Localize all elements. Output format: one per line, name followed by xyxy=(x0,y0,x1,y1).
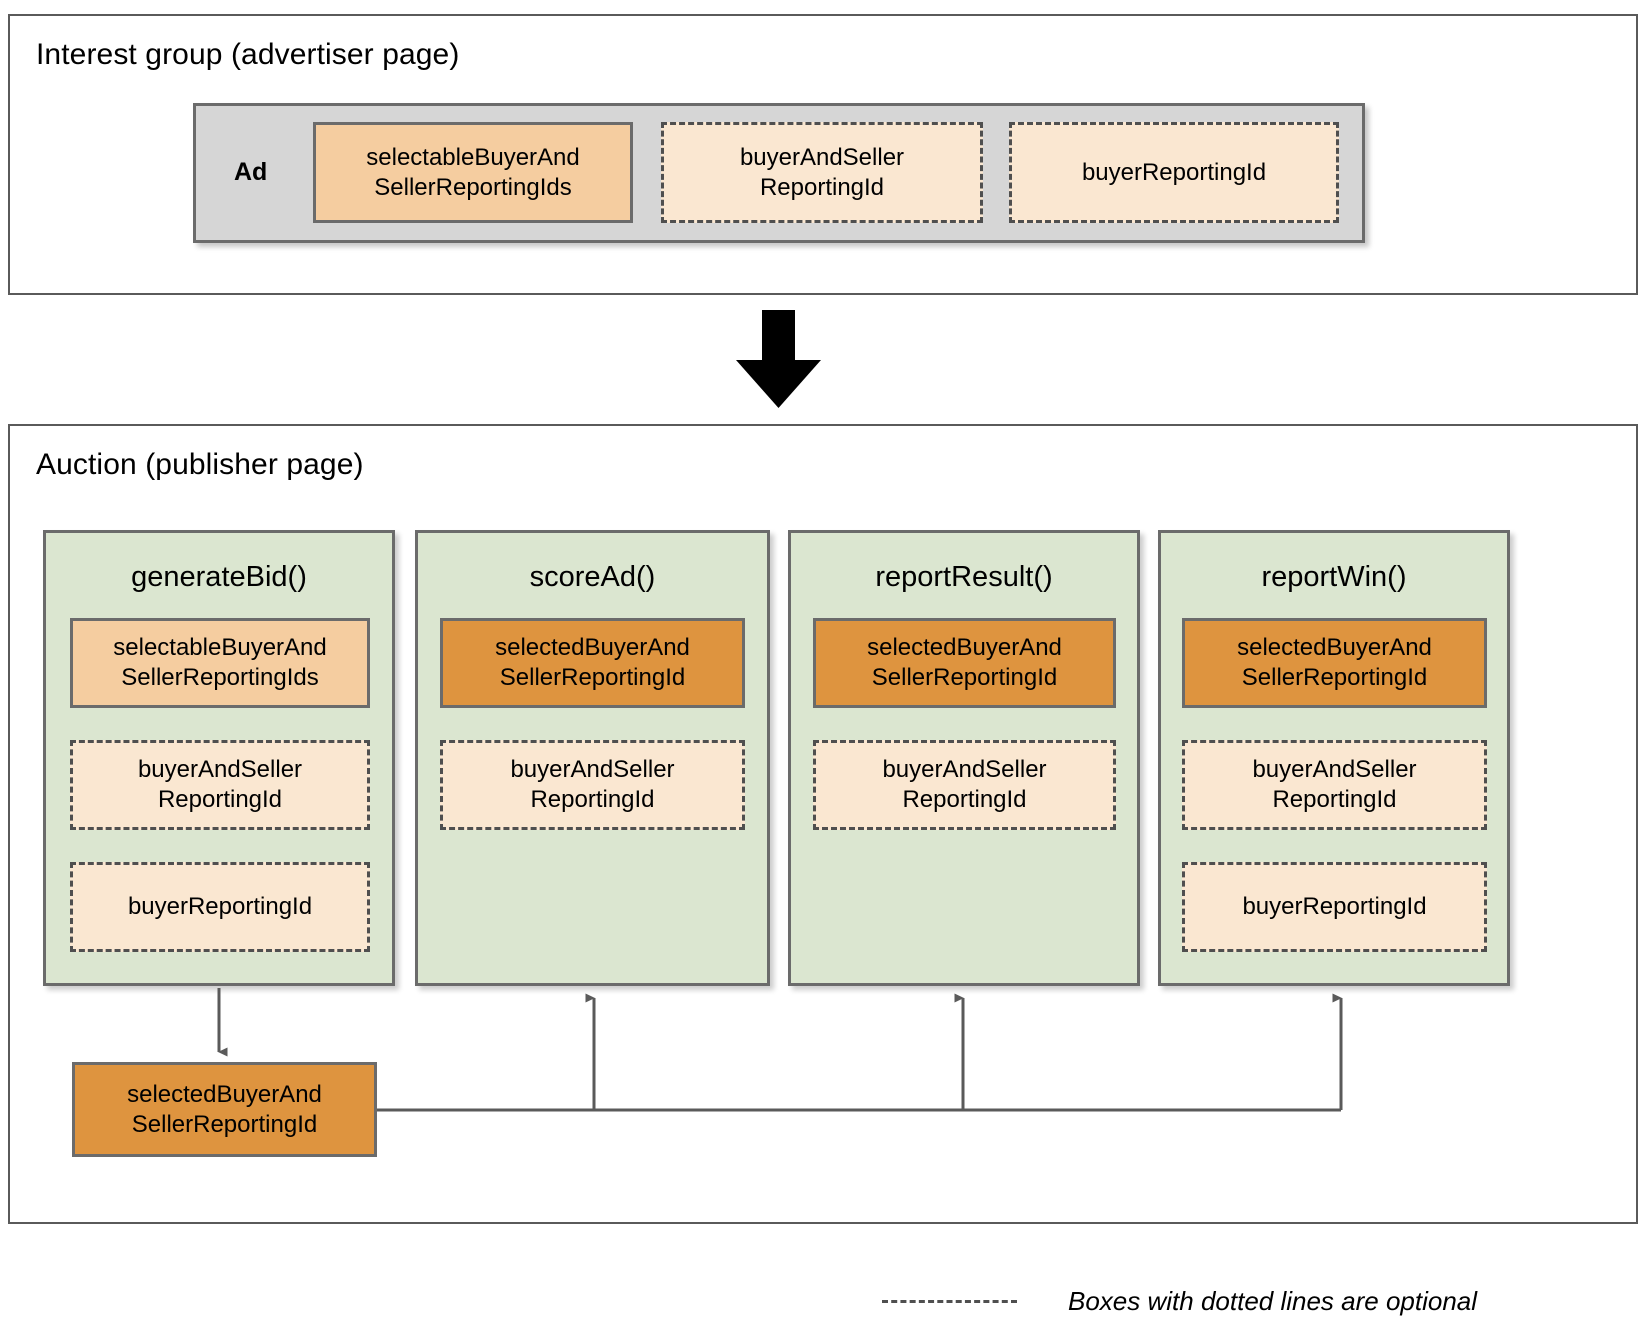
score-ad-field-selected-buyer-and-seller-reporting-id: selectedBuyerAnd SellerReportingId xyxy=(440,618,745,708)
report-result-field-buyer-and-seller-reporting-id: buyerAndSeller ReportingId xyxy=(813,740,1116,830)
function-name-report-result: reportResult() xyxy=(875,561,1053,593)
generate-bid-field-selectable-buyer-and-seller-reporting-ids: selectableBuyerAnd SellerReportingIds xyxy=(70,618,370,708)
ad-label: Ad xyxy=(234,158,268,186)
legend-dash-sample xyxy=(882,1300,1017,1303)
function-name-report-win: reportWin() xyxy=(1261,561,1407,593)
score-ad-field-buyer-and-seller-reporting-id: buyerAndSeller ReportingId xyxy=(440,740,745,830)
report-win-field-selected-buyer-and-seller-reporting-id: selectedBuyerAnd SellerReportingId xyxy=(1182,618,1487,708)
auction-title: Auction (publisher page) xyxy=(36,448,364,481)
selected-buyer-and-seller-reporting-id-output: selectedBuyerAnd SellerReportingId xyxy=(72,1062,377,1157)
section-flow-arrow xyxy=(736,310,821,408)
function-name-score-ad: scoreAd() xyxy=(529,561,656,593)
report-win-field-buyer-and-seller-reporting-id: buyerAndSeller ReportingId xyxy=(1182,740,1487,830)
report-result-field-selected-buyer-and-seller-reporting-id: selectedBuyerAnd SellerReportingId xyxy=(813,618,1116,708)
ig-field-buyer-and-seller-reporting-id: buyerAndSeller ReportingId xyxy=(661,122,983,223)
ig-field-buyer-reporting-id: buyerReportingId xyxy=(1009,122,1339,223)
ig-field-selectable-buyer-and-seller-reporting-ids: selectableBuyerAnd SellerReportingIds xyxy=(313,122,633,223)
report-win-field-buyer-reporting-id: buyerReportingId xyxy=(1182,862,1487,952)
function-name-generate-bid: generateBid() xyxy=(131,561,307,593)
generate-bid-field-buyer-reporting-id: buyerReportingId xyxy=(70,862,370,952)
interest-group-title: Interest group (advertiser page) xyxy=(36,38,460,71)
legend-label: Boxes with dotted lines are optional xyxy=(1068,1286,1478,1316)
generate-bid-field-buyer-and-seller-reporting-id: buyerAndSeller ReportingId xyxy=(70,740,370,830)
